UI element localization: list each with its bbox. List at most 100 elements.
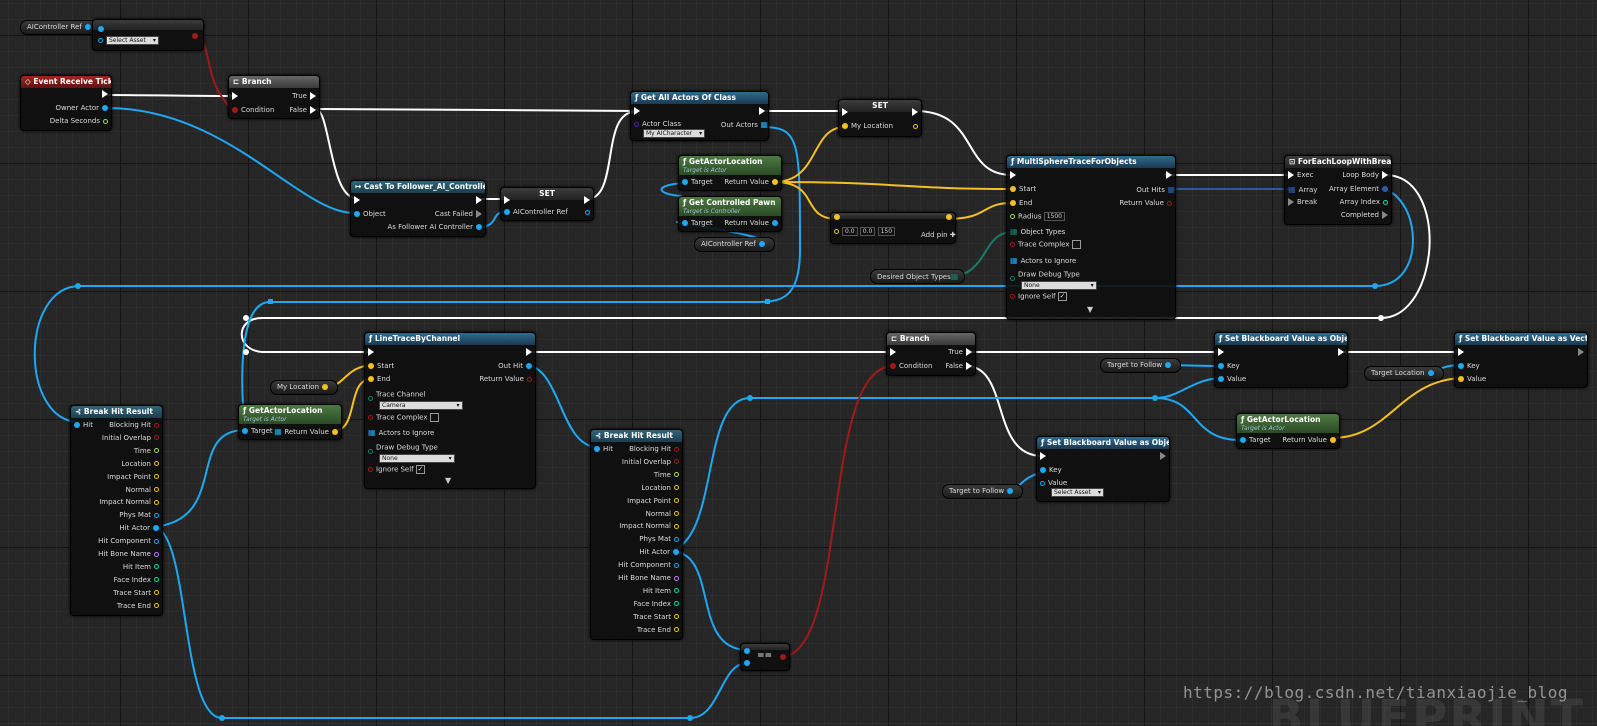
node-branch-2[interactable]: ⊏ Branch Condition True False [886,332,976,376]
pin-actors-to-ignore[interactable]: ▦Actors to Ignore [1010,256,1077,265]
pin-true[interactable]: True [948,348,975,357]
pin-array[interactable]: ▦Array [1288,185,1318,194]
pin-hit-component[interactable]: Hit Component [98,537,162,546]
var-desired-object-types[interactable]: Desired Object Types▦ [870,269,966,284]
pin-impact-normal[interactable]: Impact Normal [99,498,162,507]
vector-pin-icon[interactable] [322,384,329,390]
pin-return-value[interactable] [777,653,789,662]
pin-return-value[interactable]: Return Value [724,219,781,228]
pin-exec-in[interactable] [1007,171,1019,180]
pin-completed[interactable]: Completed [1341,211,1391,220]
pin-value[interactable]: Value [1455,375,1486,384]
object-pin-icon[interactable] [1165,362,1172,368]
pin-output[interactable] [189,32,201,41]
trace-complex-checkbox[interactable] [1071,240,1081,249]
pin-actors-to-ignore[interactable]: ▦Actors to Ignore [368,428,435,437]
pin-return-value[interactable] [943,213,955,222]
pin-key[interactable]: Key [1455,362,1480,371]
pin-exec-out[interactable] [99,90,111,99]
pin-exec-in[interactable] [1455,348,1467,357]
pin-impact-point[interactable]: Impact Point [107,473,162,482]
pin-loop-body[interactable]: Loop Body [1342,171,1391,180]
expand-arrow-icon[interactable]: ▼ [1087,305,1094,314]
ignore-self-checkbox[interactable]: ✓ [1057,292,1067,301]
var-target-to-follow-2[interactable]: Target to Follow [942,484,1024,499]
object-pin-icon[interactable] [1007,488,1014,494]
ignore-self-checkbox[interactable]: ✓ [415,465,425,474]
pin-exec-in[interactable] [501,196,513,205]
node-branch-1[interactable]: ⊏ Branch Condition True False [228,75,320,119]
var-aicontroller-ref-top[interactable]: AIController Ref [20,20,101,35]
pin-target[interactable]: Target [679,219,713,228]
pin-output[interactable] [582,208,593,217]
pin-initial-overlap[interactable]: Initial Overlap [102,434,162,443]
pin-out-hits[interactable]: Out Hits ▦ [1136,185,1175,194]
var-target-location[interactable]: Target Location [1364,366,1444,381]
node-set-blackboard-value-as-object-1[interactable]: ƒ Set Blackboard Value as Object Key Val… [1214,332,1348,388]
object-pin-icon[interactable] [1427,370,1434,376]
pin-exec-in[interactable] [887,348,899,357]
pin-trace-start[interactable]: Trace Start [113,589,162,598]
object-pin-icon[interactable] [758,241,765,247]
pin-exec-out[interactable] [1157,452,1169,461]
node-line-trace-by-channel[interactable]: ƒ LineTraceByChannel Start End Trace Cha… [364,332,536,489]
pin-exec-in[interactable] [229,92,241,101]
pin-input[interactable] [95,25,107,34]
pin-aicontroller-ref[interactable]: AIController Ref [501,208,568,217]
pin-exec-out[interactable] [581,196,593,205]
pin-hit-bone-name[interactable]: Hit Bone Name [618,574,682,583]
pin-exec-out[interactable] [1335,348,1347,357]
var-my-location[interactable]: My Location [270,380,339,395]
pin-trace-complex[interactable]: Trace Complex [365,413,439,423]
node-vector-add[interactable]: 0.0 0.0 150 Add pin ✚ [830,212,956,244]
pin-condition[interactable]: Condition [229,106,274,115]
pin-phys-mat[interactable]: Phys Mat [639,535,682,544]
pin-start[interactable]: Start [1007,185,1036,194]
pin-blocking-hit[interactable]: Blocking Hit [109,421,162,430]
pin-object-types[interactable]: ▦Object Types [1010,227,1066,236]
pin-trace-end[interactable]: Trace End [117,602,162,611]
object-pin-icon[interactable] [84,24,91,30]
pin-hit-component[interactable]: Hit Component [618,561,682,570]
pin-trace-complex[interactable]: Trace Complex [1007,240,1081,250]
pin-cast-failed[interactable]: Cast Failed [435,210,485,219]
pin-hit-actor[interactable]: Hit Actor [119,524,162,533]
pin-delta-seconds[interactable]: Delta Seconds [50,117,111,126]
pin-output[interactable] [910,122,921,131]
add-pin-button[interactable]: Add pin ✚ [921,231,956,239]
var-aicontroller-ref-mid[interactable]: AIController Ref [694,237,775,252]
pin-target[interactable]: Target [679,178,713,187]
pin-condition[interactable]: Condition [887,362,932,371]
pin-array-element[interactable]: Array Element [1329,185,1391,194]
array-pin-icon[interactable]: ▦ [950,272,959,281]
pin-exec-in[interactable] [839,108,851,117]
pin-as-follower-ai-controller[interactable]: As Follower AI Controller [387,223,485,232]
pin-false[interactable]: False [289,106,319,115]
pin-exec-out[interactable] [473,196,485,205]
pin-location[interactable]: Location [641,484,682,493]
pin-hit-item[interactable]: Hit Item [643,587,682,596]
pin-phys-mat[interactable]: Phys Mat [119,511,162,520]
pin-trace-start[interactable]: Trace Start [633,613,682,622]
var-target-to-follow-1[interactable]: Target to Follow [1100,358,1182,373]
pin-return-value[interactable]: Return Value [724,178,781,187]
pin-face-index[interactable]: Face Index [634,600,682,609]
pin-impact-point[interactable]: Impact Point [627,497,682,506]
node-set-aicontroller-ref[interactable]: SET AIController Ref [500,187,594,221]
pin-b[interactable]: 0.0 0.0 150 [831,227,896,237]
pin-trace-end[interactable]: Trace End [637,626,682,635]
pin-exec-out[interactable] [523,348,535,357]
pin-b[interactable] [741,659,753,668]
pin-blocking-hit[interactable]: Blocking Hit [629,445,682,454]
node-event-receive-tick[interactable]: ◇ Event Receive Tick Owner Actor Delta S… [20,75,112,131]
pin-owner-actor[interactable]: Owner Actor [55,104,111,113]
pin-break[interactable]: Break [1285,198,1317,207]
pin-exec-in[interactable] [1215,348,1227,357]
pin-target[interactable]: Target [239,427,273,436]
